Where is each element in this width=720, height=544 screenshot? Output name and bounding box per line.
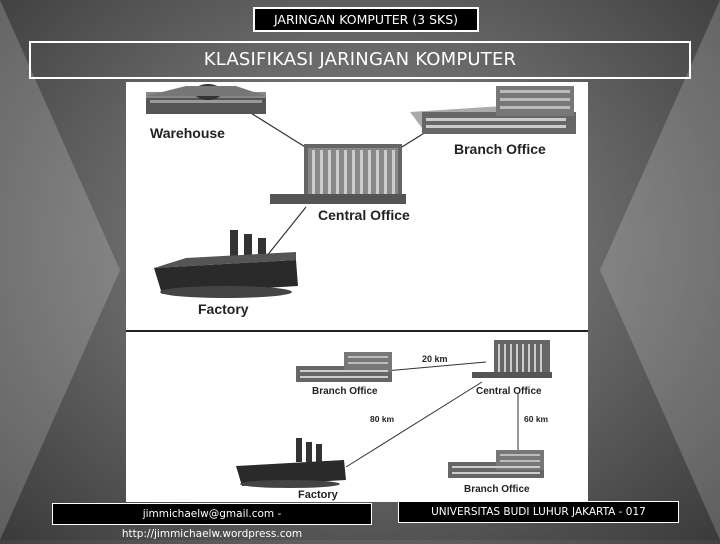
distance-80km: 80 km xyxy=(370,414,395,424)
network-diagram: Warehouse Branch Office xyxy=(126,82,588,502)
footer-institution: UNIVERSITAS BUDI LUHUR JAKARTA - 017 xyxy=(398,501,679,523)
branch-office-left-building-icon xyxy=(296,352,392,382)
link-factory-central xyxy=(266,207,306,257)
branch-office-right-building-icon xyxy=(448,450,544,478)
factory-building-icon xyxy=(154,230,298,298)
footer-contact: jimmichaelw@gmail.com - http://jimmichae… xyxy=(52,503,372,525)
slide-title: KLASIFIKASI JARINGAN KOMPUTER xyxy=(29,41,691,79)
central-office-building-icon xyxy=(270,144,406,204)
factory-label: Factory xyxy=(198,301,249,317)
central-office-bottom-building-icon xyxy=(472,340,552,378)
branch-office-building-icon xyxy=(410,86,576,134)
distance-60km: 60 km xyxy=(524,414,549,424)
central-office-bottom-label: Central Office xyxy=(476,386,542,397)
warehouse-building-icon xyxy=(146,84,266,114)
central-office-label: Central Office xyxy=(318,207,410,223)
warehouse-label: Warehouse xyxy=(150,125,225,141)
factory-bottom-building-icon xyxy=(236,438,346,488)
distance-20km: 20 km xyxy=(422,354,448,364)
branch-office-right-label: Branch Office xyxy=(464,484,530,495)
factory-bottom-label: Factory xyxy=(298,489,339,501)
course-title: JARINGAN KOMPUTER (3 SKS) xyxy=(253,7,479,32)
branch-office-left-label: Branch Office xyxy=(312,386,378,397)
branch-office-label: Branch Office xyxy=(454,141,546,157)
